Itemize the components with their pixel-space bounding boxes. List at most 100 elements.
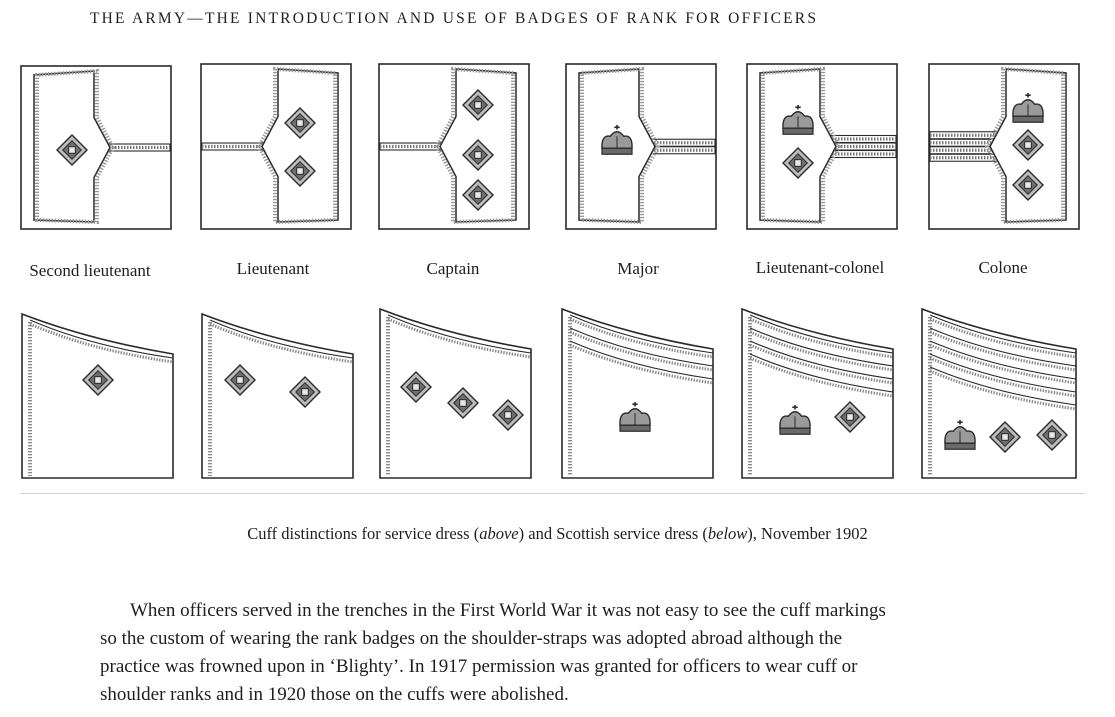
braid-stripe bbox=[929, 138, 1001, 147]
scottish-cuff-outline bbox=[561, 307, 714, 479]
rank-star-icon bbox=[1012, 169, 1044, 201]
rank-label-major: Major bbox=[617, 259, 659, 278]
scottish-cuff-panel-4 bbox=[560, 305, 715, 480]
paragraph-line-3: practice was frowned upon in ‘Blighty’. … bbox=[100, 656, 858, 677]
cuff-outline bbox=[20, 65, 172, 230]
paragraph-line-4: shoulder ranks and in 1920 those on the … bbox=[100, 684, 569, 705]
rank-star-icon bbox=[834, 401, 866, 433]
rank-label-lieutenant: Lieutenant bbox=[236, 259, 310, 278]
braid-stripe bbox=[201, 142, 273, 151]
body-paragraph: When officers served in the trenches in … bbox=[100, 597, 1060, 709]
rank-star-icon bbox=[82, 364, 114, 396]
braid-stripe bbox=[99, 143, 171, 152]
braid-stripe bbox=[929, 366, 1077, 406]
cuff-flap bbox=[439, 68, 517, 223]
braid-stripe bbox=[749, 327, 894, 367]
rank-star-icon bbox=[492, 399, 524, 431]
rank-star-icon bbox=[1036, 419, 1068, 451]
scottish-cuff-outline bbox=[21, 312, 174, 479]
scottish-cuff-panel-5 bbox=[740, 305, 895, 480]
divider-line bbox=[20, 493, 1085, 494]
cuff-flap bbox=[261, 68, 339, 223]
braid-stripe bbox=[929, 153, 1001, 162]
cuff-flap bbox=[989, 68, 1067, 223]
braid-stripe bbox=[569, 314, 714, 354]
scottish-cuff-panel-2 bbox=[200, 310, 355, 480]
caption-part-2: ) and Scottish service dress ( bbox=[518, 524, 708, 543]
crown-icon bbox=[782, 105, 814, 135]
scottish-cuff-outline bbox=[201, 312, 354, 479]
rank-star-icon bbox=[782, 147, 814, 179]
scottish-cuff-panel-3 bbox=[378, 305, 533, 480]
scottish-cuff-outline bbox=[921, 307, 1077, 479]
braid-stripe bbox=[929, 314, 1077, 354]
rank-star-icon bbox=[400, 371, 432, 403]
scottish-cuff-panel-6 bbox=[920, 305, 1078, 480]
braid-stripe bbox=[825, 134, 897, 144]
crown-icon bbox=[1012, 93, 1044, 123]
braid-stripe bbox=[929, 131, 1001, 140]
rank-star-icon bbox=[284, 155, 316, 187]
rank-star-icon bbox=[989, 421, 1021, 453]
caption-part-3: ), November 1902 bbox=[747, 524, 868, 543]
cuff-flap bbox=[759, 68, 837, 223]
caption-above: above bbox=[479, 524, 519, 543]
page-header: THE ARMY—THE INTRODUCTION AND USE OF BAD… bbox=[90, 10, 819, 27]
rank-star-icon bbox=[284, 107, 316, 139]
cuff-panel-6 bbox=[928, 63, 1080, 230]
rank-label-colonel: Colone bbox=[978, 258, 1028, 277]
rank-label-lieutenant-colonel: Lieutenant-colonel bbox=[755, 258, 885, 277]
braid-stripe bbox=[29, 319, 174, 359]
braid-stripe bbox=[749, 314, 894, 354]
rank-star-icon bbox=[289, 376, 321, 408]
braid-stripe bbox=[929, 340, 1077, 380]
cuff-panel-3 bbox=[378, 63, 530, 230]
rank-star-icon bbox=[224, 364, 256, 396]
crown-icon bbox=[619, 402, 651, 432]
cuff-outline bbox=[200, 63, 352, 230]
scottish-cuff-outline bbox=[741, 307, 894, 479]
scottish-cuff-panel-1 bbox=[20, 310, 175, 480]
rank-star-icon bbox=[56, 134, 88, 166]
braid-stripe bbox=[379, 142, 451, 151]
cuff-panel-5 bbox=[746, 63, 898, 230]
braid-stripe bbox=[387, 314, 532, 354]
cuff-panel-2 bbox=[200, 63, 352, 230]
scottish-cuff-outline bbox=[379, 307, 532, 479]
braid-stripe bbox=[825, 142, 897, 151]
caption-below: below bbox=[707, 524, 748, 543]
braid-stripe bbox=[209, 319, 354, 359]
rank-star-icon bbox=[462, 139, 494, 171]
braid-stripe bbox=[749, 340, 894, 380]
caption-part-1: Cuff distinctions for service dress ( bbox=[247, 524, 480, 543]
rank-star-icon bbox=[462, 179, 494, 211]
braid-stripe bbox=[644, 146, 716, 155]
cuff-outline bbox=[928, 63, 1080, 230]
cuff-outline bbox=[565, 63, 717, 230]
figure-caption: Cuff distinctions for service dress (abo… bbox=[0, 524, 1115, 544]
cuff-outline bbox=[746, 63, 898, 230]
braid-stripe bbox=[644, 138, 716, 147]
crown-icon bbox=[601, 125, 633, 155]
braid-stripe bbox=[825, 149, 897, 159]
rank-label-captain: Captain bbox=[426, 259, 480, 278]
crown-icon bbox=[779, 405, 811, 435]
rank-star-icon bbox=[447, 387, 479, 419]
rank-star-icon bbox=[1012, 129, 1044, 161]
braid-stripe bbox=[929, 146, 1001, 155]
paragraph-line-1: When officers served in the trenches in … bbox=[130, 600, 886, 621]
braid-stripe bbox=[749, 353, 894, 393]
cuff-panel-4 bbox=[565, 63, 717, 230]
braid-stripe bbox=[569, 340, 714, 380]
cuff-panel-1 bbox=[20, 65, 172, 230]
rank-star-icon bbox=[462, 89, 494, 121]
braid-stripe bbox=[929, 353, 1077, 393]
crown-icon bbox=[944, 420, 976, 450]
braid-stripe bbox=[929, 327, 1077, 367]
braid-stripe bbox=[569, 327, 714, 367]
cuff-flap bbox=[33, 70, 111, 223]
rank-label-second-lieutenant: Second lieutenant bbox=[29, 261, 151, 280]
paragraph-line-2: so the custom of wearing the rank badges… bbox=[100, 628, 843, 649]
cuff-flap bbox=[578, 68, 656, 223]
cuff-outline bbox=[378, 63, 530, 230]
